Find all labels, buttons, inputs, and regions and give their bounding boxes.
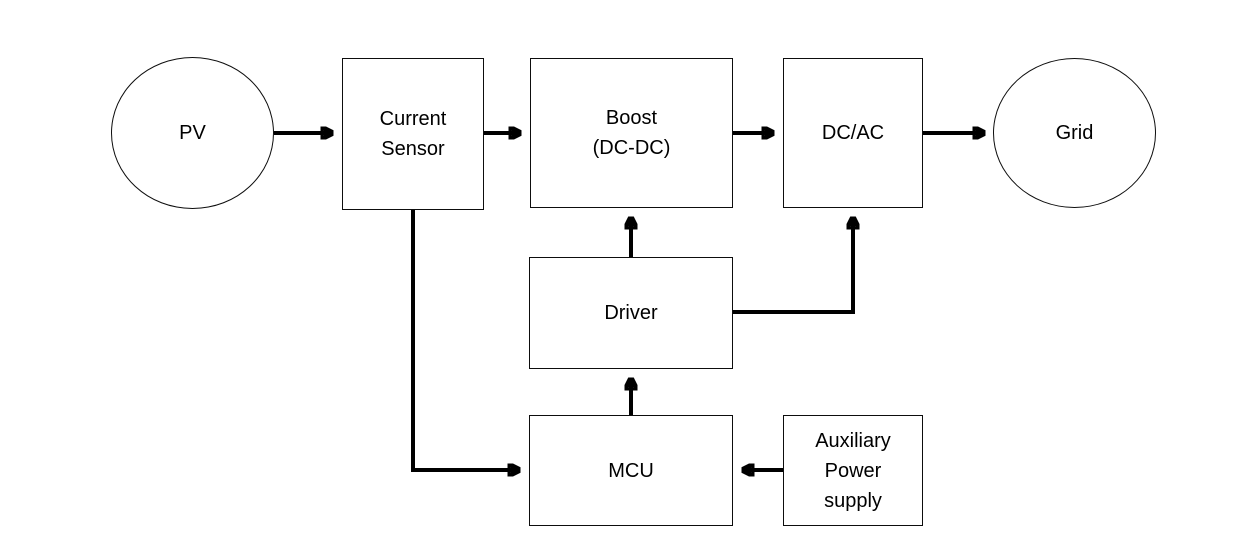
node-mcu: MCU bbox=[529, 415, 733, 526]
node-boost-dc-dc: Boost (DC-DC) bbox=[530, 58, 733, 208]
node-current-sensor: Current Sensor bbox=[342, 58, 484, 210]
arrow-current-sensor-to-mcu bbox=[411, 210, 519, 470]
node-current-sensor-label: Current Sensor bbox=[379, 108, 447, 160]
node-driver: Driver bbox=[529, 257, 733, 369]
node-mcu-label: MCU bbox=[608, 459, 654, 482]
node-driver-label: Driver bbox=[604, 302, 658, 324]
node-dc-ac: DC/AC bbox=[783, 58, 923, 208]
node-auxiliary-power-supply-label: Auxiliary Power supply bbox=[815, 429, 891, 512]
arrow-driver-to-dcac bbox=[733, 218, 853, 314]
node-boost-dc-dc-label: Boost (DC-DC) bbox=[592, 107, 671, 159]
node-auxiliary-power-supply: Auxiliary Power supply bbox=[783, 415, 923, 526]
node-pv: PV bbox=[111, 57, 274, 209]
node-dc-ac-label: DC/AC bbox=[821, 122, 885, 144]
node-pv-label: PV bbox=[179, 122, 206, 144]
node-grid: Grid bbox=[993, 58, 1156, 208]
node-grid-label: Grid bbox=[1055, 122, 1094, 144]
